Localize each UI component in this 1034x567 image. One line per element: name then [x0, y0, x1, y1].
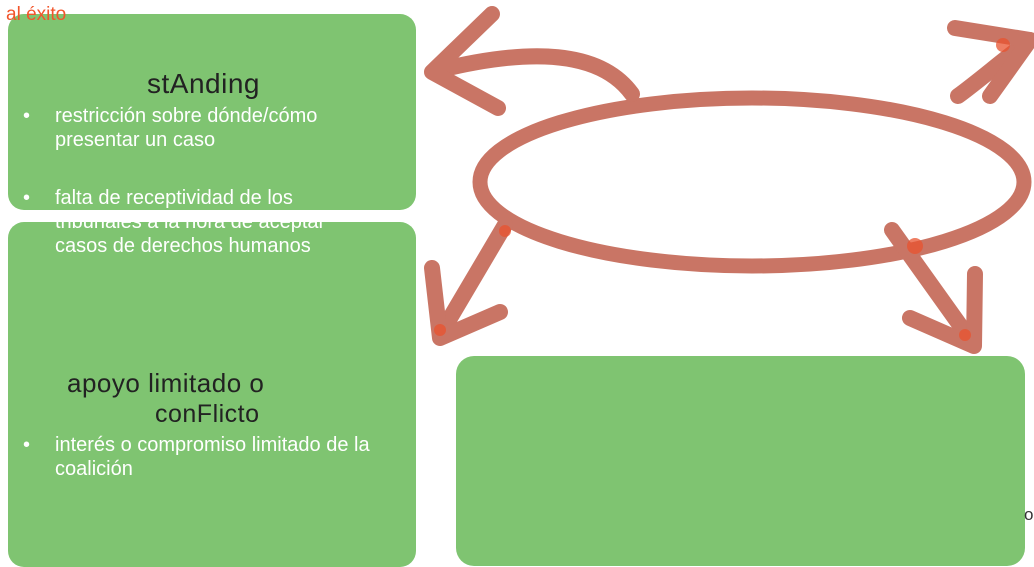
arrow-left — [432, 48, 640, 102]
arrow-down-right — [884, 222, 980, 350]
arrow-down-left — [432, 217, 513, 343]
arrow-tips — [434, 38, 1010, 341]
standing-title: stAnding — [147, 68, 260, 99]
limited-support-box — [8, 222, 416, 567]
empty-box — [456, 356, 1025, 566]
standing-bullets-2: falta de receptividad de los tribunales … — [8, 186, 378, 258]
edge-fragment: or — [1024, 505, 1034, 524]
header-fragment: al éxito — [6, 4, 67, 25]
arrow-left-head — [424, 6, 506, 116]
bullet-receptivity: falta de receptividad de los tribunales … — [8, 186, 378, 258]
tip-down-right — [959, 329, 971, 341]
tip-down-left — [434, 324, 446, 336]
bullet-coalition: interés o compromiso limitado de la coal… — [8, 433, 378, 481]
tip-loop-right — [907, 238, 923, 254]
standing-bullets-1: restricción sobre dónde/cómo presentar u… — [8, 104, 378, 152]
arrow-down-left-head — [424, 260, 508, 346]
cycle-loop — [472, 90, 1032, 274]
support-title-line2: conFlicto — [155, 400, 260, 428]
arrow-right-head — [947, 20, 1034, 104]
bullet-restriction: restricción sobre dónde/cómo presentar u… — [8, 104, 378, 152]
tip-loop-left — [499, 225, 511, 237]
support-title-line1: apoyo limitado o — [67, 368, 265, 398]
arrow-down-right-head — [902, 266, 983, 354]
tip-right — [996, 38, 1010, 52]
support-bullets: interés o compromiso limitado de la coal… — [8, 433, 378, 481]
